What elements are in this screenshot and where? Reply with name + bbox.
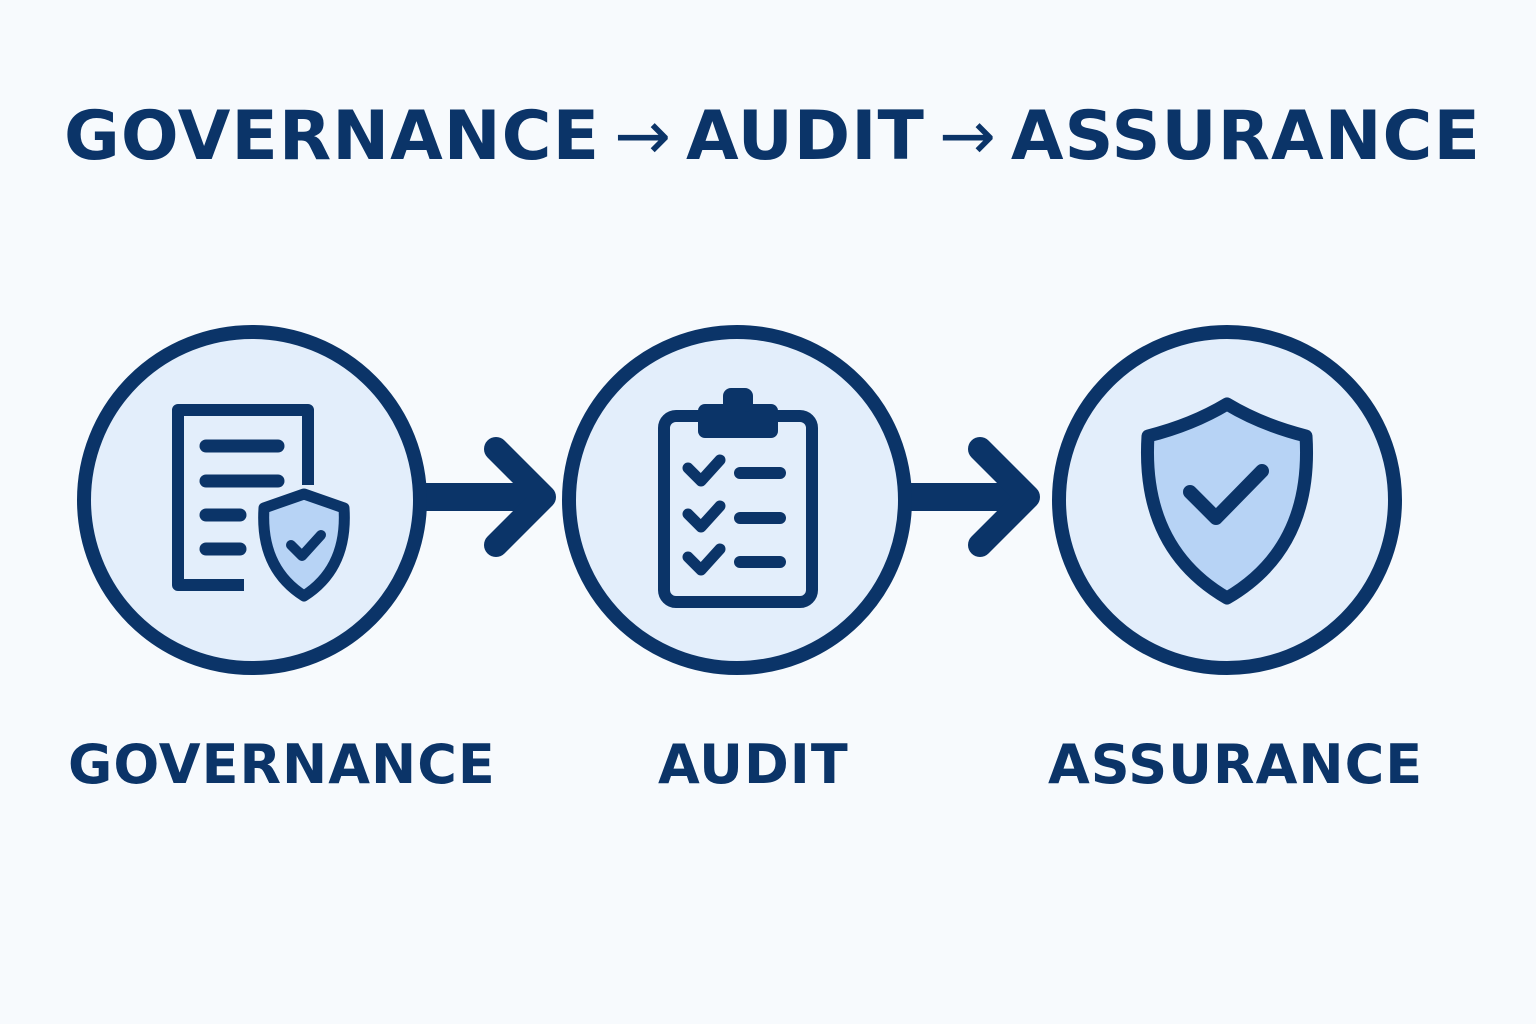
connector-arrow-1 xyxy=(420,437,556,557)
document-shield-icon xyxy=(172,404,350,602)
title-assurance: ASSURANCE xyxy=(1010,97,1481,176)
stage-audit xyxy=(562,325,912,675)
stage-label-assurance: ASSURANCE xyxy=(1048,733,1424,796)
title-audit: AUDIT xyxy=(686,97,925,176)
page-title: GOVERNANCE→AUDIT→ASSURANCE xyxy=(64,103,1481,171)
stage-label-audit: AUDIT xyxy=(658,733,849,796)
title-arrow-1: → xyxy=(614,97,673,176)
stage-label-governance: GOVERNANCE xyxy=(68,733,496,796)
clipboard-checklist-icon xyxy=(658,388,818,608)
shield-check-icon xyxy=(1140,397,1314,605)
stage-governance xyxy=(77,325,427,675)
stage-circle xyxy=(562,325,912,675)
stage-assurance xyxy=(1052,325,1402,675)
connector-arrow-2 xyxy=(904,437,1040,557)
title-arrow-2: → xyxy=(938,97,997,176)
title-governance: GOVERNANCE xyxy=(64,97,601,176)
stage-circle xyxy=(77,325,427,675)
